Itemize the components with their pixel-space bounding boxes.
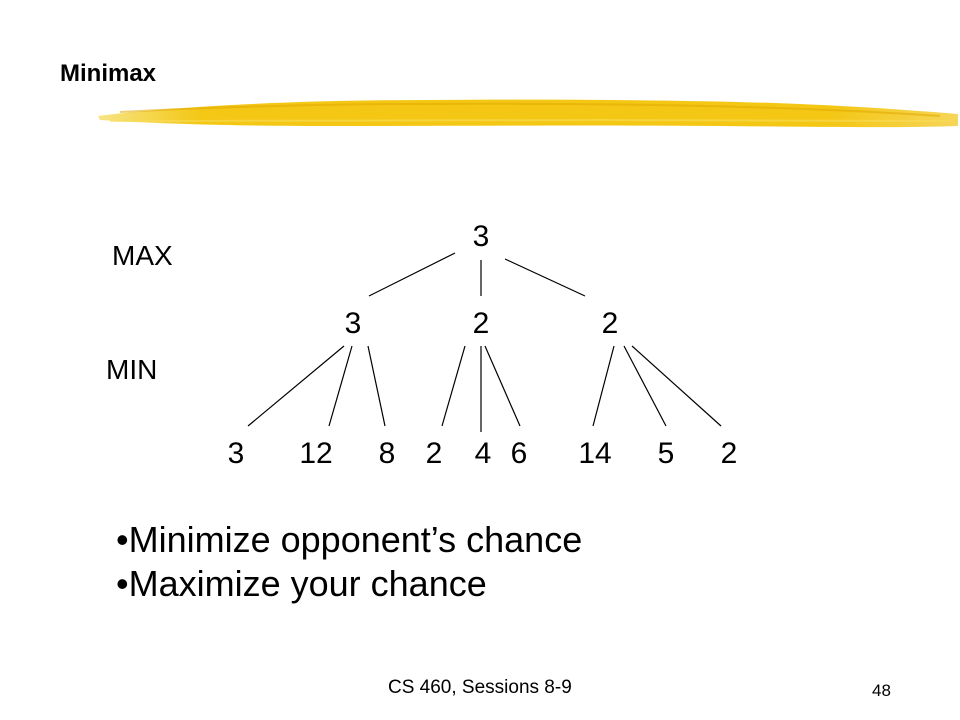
slide-footer: CS 460, Sessions 8-9 xyxy=(388,677,572,698)
edge-root-min-1 xyxy=(368,252,456,297)
min-node-3: 2 xyxy=(602,307,619,340)
edge-min1-leaf-3 xyxy=(367,345,386,427)
edge-min3-leaf-2 xyxy=(623,345,667,427)
min-level-label: MIN xyxy=(106,354,158,385)
min-node-1: 3 xyxy=(345,307,362,340)
leaf-node: 2 xyxy=(426,437,443,470)
leaf-node: 12 xyxy=(299,437,332,470)
bullet-item: Maximize your chance xyxy=(116,562,582,606)
leaf-node: 8 xyxy=(379,437,396,470)
edge-min2-leaf-1 xyxy=(441,345,466,427)
leaf-node: 5 xyxy=(658,437,675,470)
min-node-2: 2 xyxy=(473,307,490,340)
bullet-item: Minimize opponent’s chance xyxy=(116,518,583,562)
edge-root-min-3 xyxy=(504,258,586,297)
max-level-label: MAX xyxy=(112,240,173,271)
edge-min2-leaf-3 xyxy=(484,345,521,427)
bullet-list: Minimize opponent’s chance Maximize your… xyxy=(116,518,583,606)
leaf-node: 3 xyxy=(228,437,245,470)
highlight-stroke-texture xyxy=(119,102,941,117)
edge-min1-leaf-2 xyxy=(328,345,353,427)
slide-title: Minimax xyxy=(60,60,157,87)
edge-min1-leaf-1 xyxy=(247,345,345,427)
edge-min3-leaf-3 xyxy=(631,345,722,427)
highlight-stroke-texture xyxy=(109,118,951,122)
leaf-node: 14 xyxy=(578,437,611,470)
root-node: 3 xyxy=(473,220,490,253)
page-number: 48 xyxy=(872,681,891,700)
leaf-node: 4 xyxy=(475,437,492,470)
leaf-node: 2 xyxy=(721,437,738,470)
edge-min3-leaf-1 xyxy=(592,345,615,427)
leaf-node: 6 xyxy=(511,437,528,470)
